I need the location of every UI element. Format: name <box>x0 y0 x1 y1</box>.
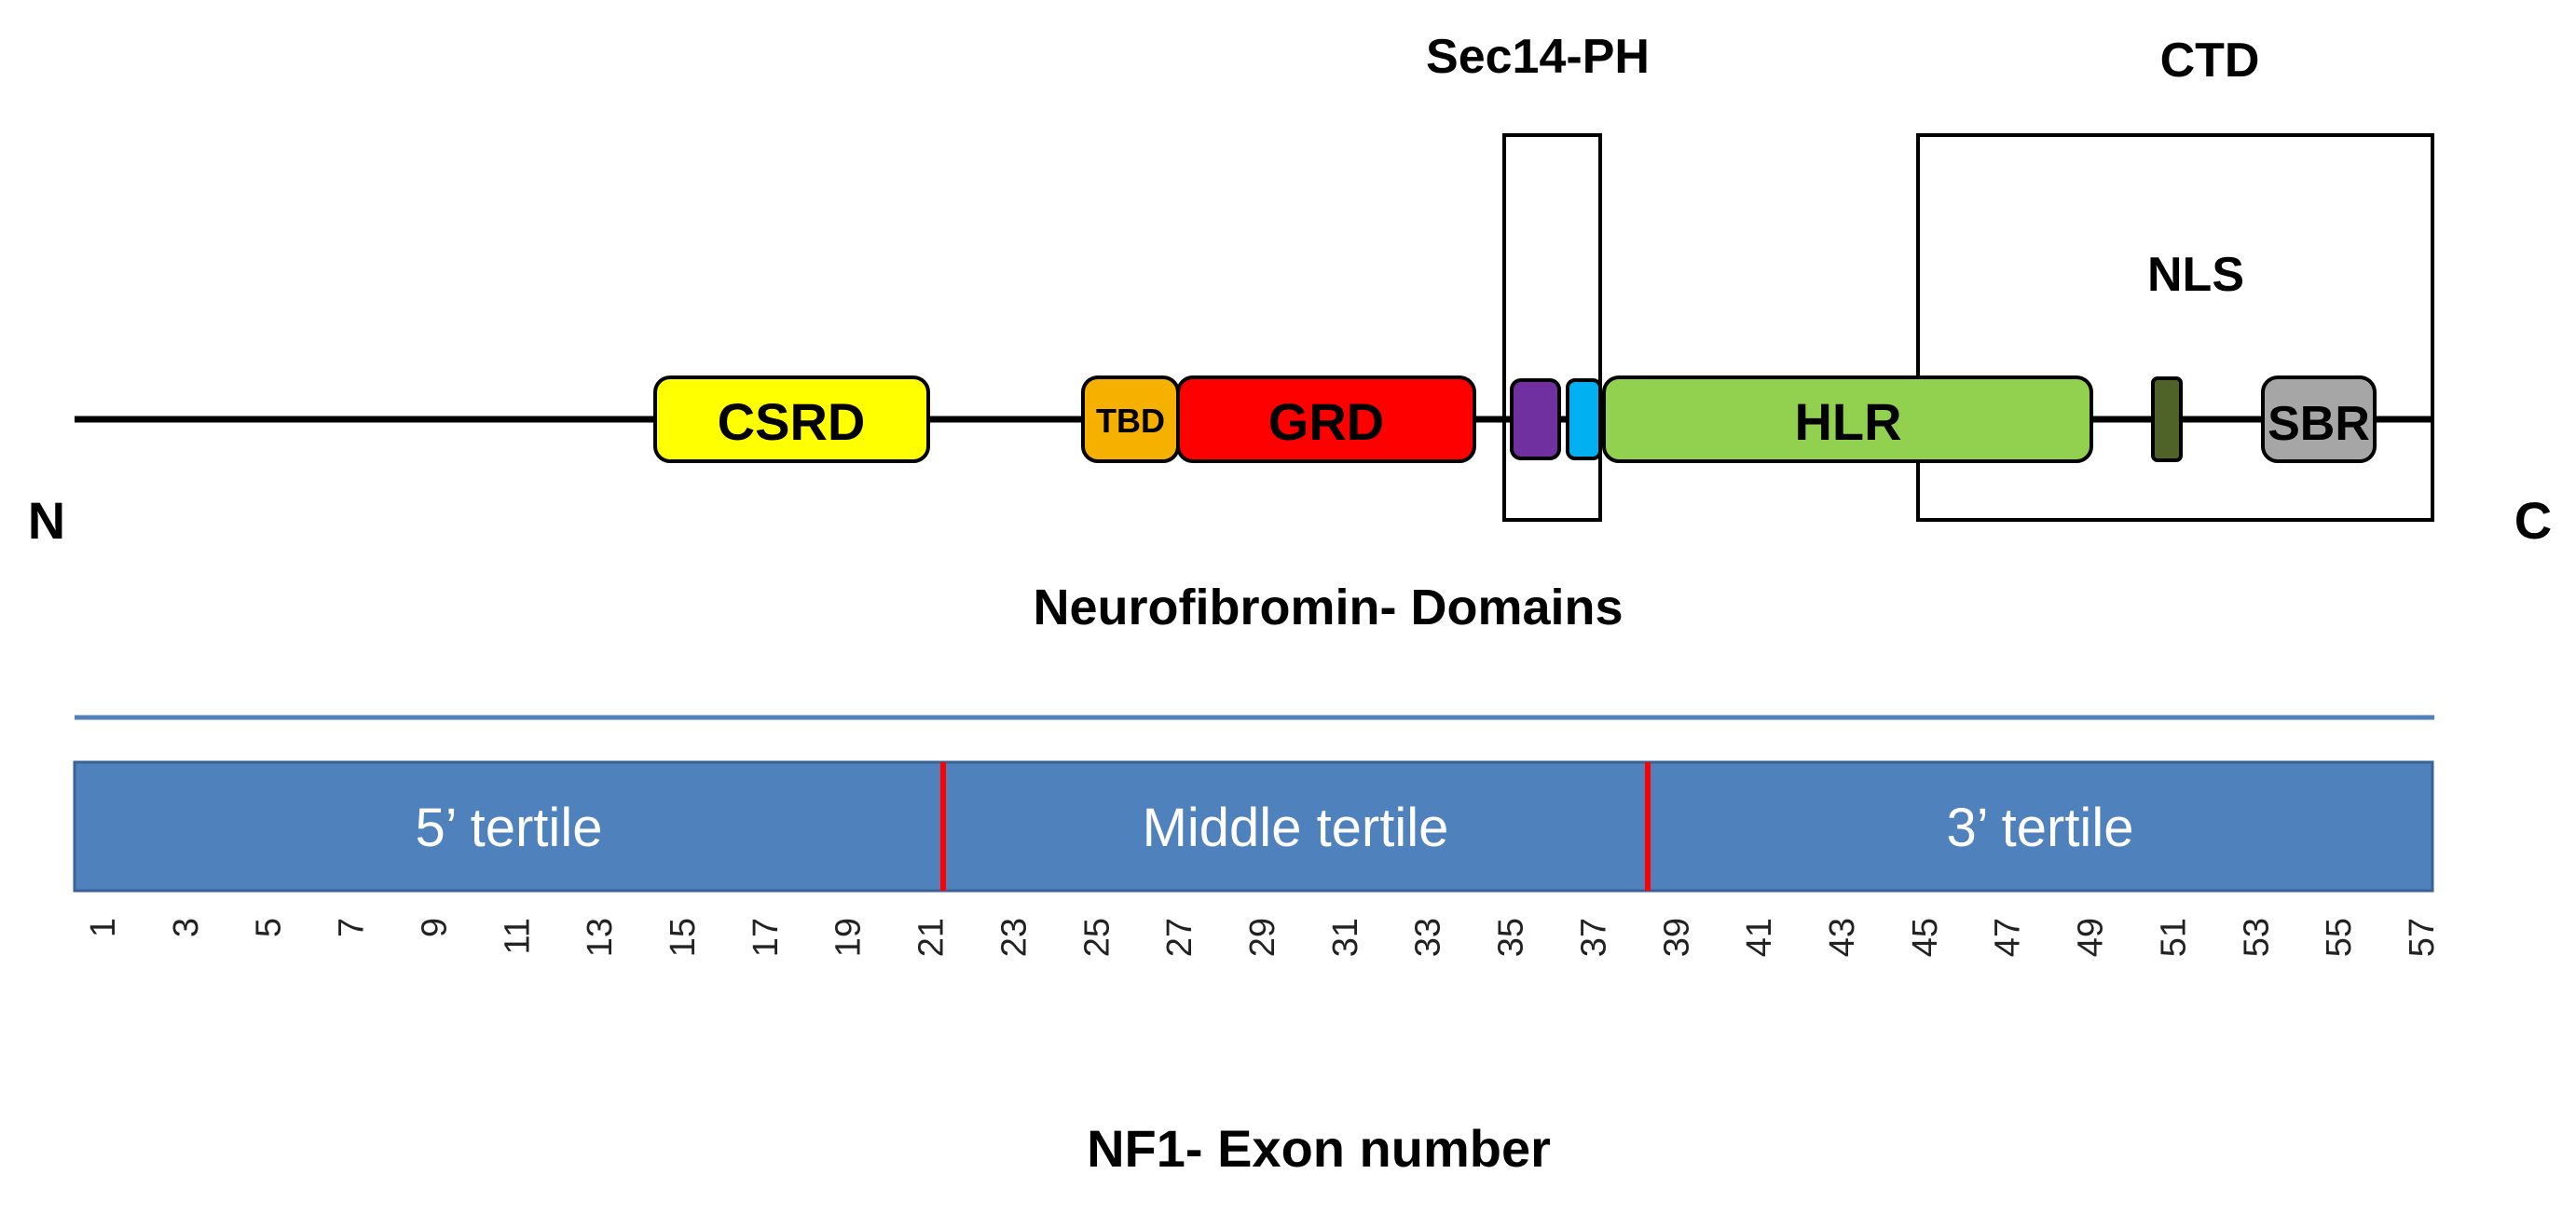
sbr-domain <box>2261 375 2377 463</box>
exon-tick-label: 57 <box>2403 918 2442 957</box>
sec14-domain <box>1510 378 1561 460</box>
exon-tick-label: 13 <box>581 918 620 957</box>
exon-tick-label: 7 <box>333 918 372 937</box>
tertile-5-prime-label: 5’ tertile <box>416 798 603 858</box>
grd-domain <box>1176 375 1476 463</box>
exon-tick-label: 55 <box>2320 918 2359 957</box>
grd-label: GRD <box>1268 392 1384 451</box>
ctd-region-box <box>1916 133 2434 522</box>
exon-tick-label: 49 <box>2072 918 2111 957</box>
csrd-label: CSRD <box>718 392 866 451</box>
exon-tick-label: 39 <box>1657 918 1696 957</box>
nls-label: NLS <box>2147 248 2244 302</box>
exon-tick-label: 23 <box>994 918 1034 957</box>
sec14-ph-label: Sec14-PH <box>1426 30 1650 84</box>
hlr-domain <box>1602 375 2093 463</box>
hlr-label: HLR <box>1794 392 1901 451</box>
exon-tick-label: 17 <box>747 918 786 957</box>
exon-tick-label: 29 <box>1243 918 1282 957</box>
exon-tick-label: 5 <box>250 918 289 937</box>
exon-tick-label: 27 <box>1160 918 1199 957</box>
nls-domain <box>2151 376 2183 462</box>
exon-tick-label: 1 <box>84 918 123 937</box>
n-terminus-label: N <box>28 491 65 550</box>
exon-tick-label: 35 <box>1492 918 1531 957</box>
exon-tick-label: 3 <box>167 918 206 937</box>
sbr-label: SBR <box>2268 397 2370 451</box>
exon-axis-title: NF1- Exon number <box>1087 1119 1551 1178</box>
exon-tick-label: 41 <box>1740 918 1779 957</box>
csrd-domain <box>653 375 930 463</box>
exon-tick-label: 43 <box>1823 918 1862 957</box>
exon-tick-label: 21 <box>912 918 952 957</box>
tertile-3-prime-label: 3’ tertile <box>1947 798 2134 858</box>
tertile-middle-label: Middle tertile <box>1143 798 1449 858</box>
exon-tick-label: 53 <box>2237 918 2276 957</box>
exon-tick-label: 33 <box>1409 918 1448 957</box>
exon-tertile-bar <box>73 760 2434 893</box>
ctd-label: CTD <box>2160 34 2260 88</box>
ph-domain <box>1566 378 1602 460</box>
exon-tick-label: 25 <box>1077 918 1117 957</box>
exon-tick-label: 45 <box>1906 918 1945 957</box>
exon-tick-label: 15 <box>664 918 703 957</box>
exon-tick-label: 51 <box>2154 918 2193 957</box>
exon-tick-label: 31 <box>1326 918 1365 957</box>
exon-tick-label: 47 <box>1989 918 2028 957</box>
exon-tick-label: 19 <box>829 918 869 957</box>
protein-title: Neurofibromin- Domains <box>1033 580 1623 635</box>
exon-tick-label: 37 <box>1574 918 1613 957</box>
c-terminus-label: C <box>2514 491 2552 550</box>
exon-tick-label: 9 <box>415 918 454 937</box>
sec14-ph-region-box <box>1502 133 1602 522</box>
tbd-label: TBD <box>1096 402 1165 440</box>
exon-tick-label: 11 <box>498 918 537 954</box>
